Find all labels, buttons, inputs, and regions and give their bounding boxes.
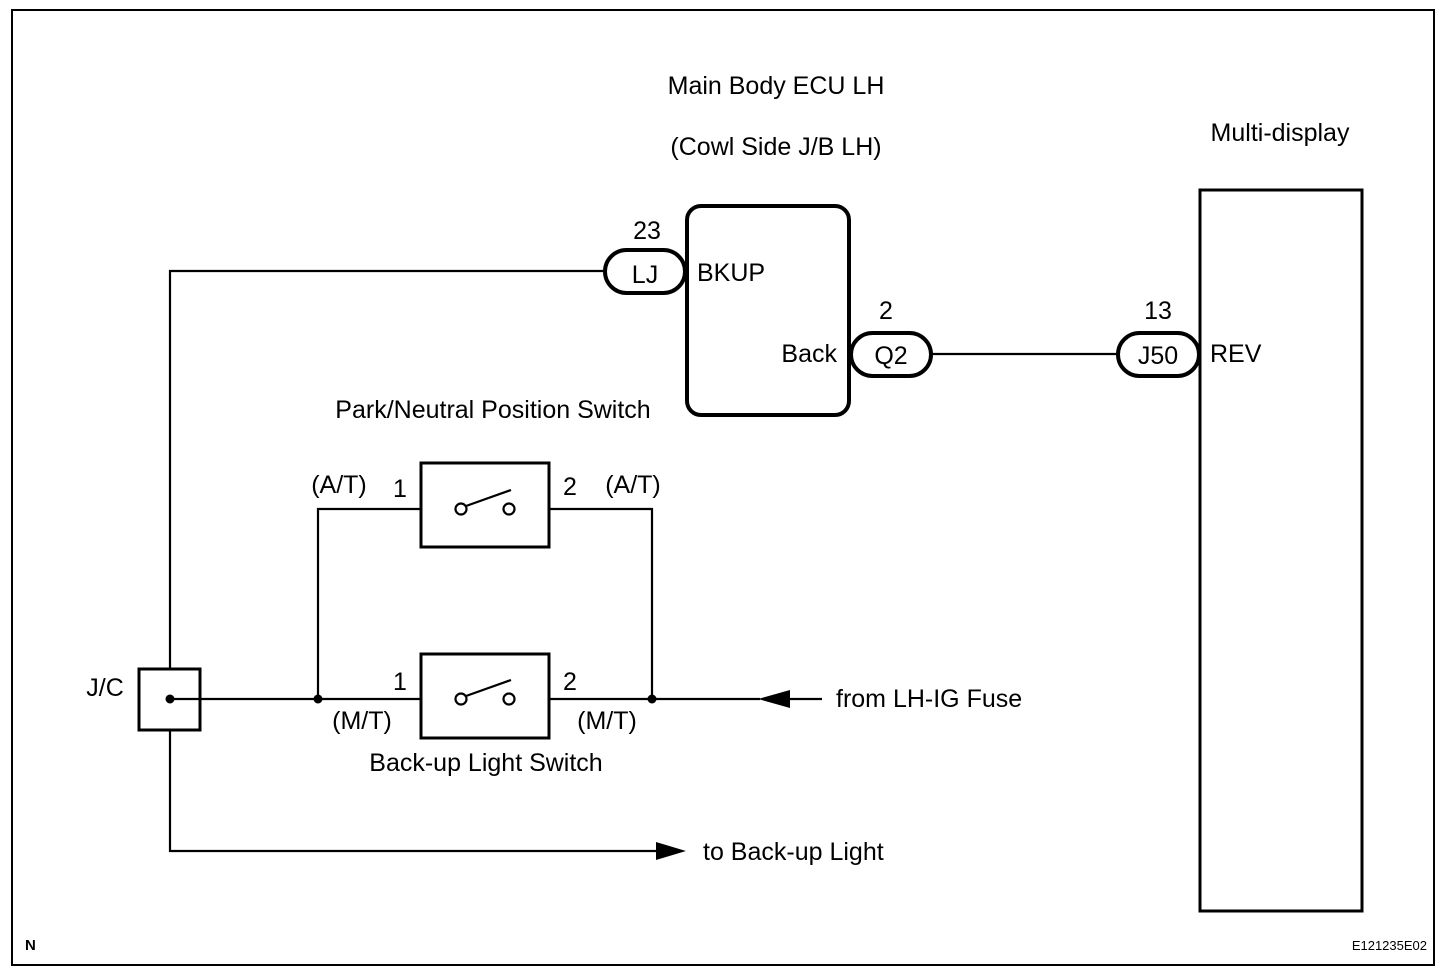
ecu-pin-bkup: BKUP: [697, 259, 765, 287]
q2-pin-number: 2: [879, 297, 893, 325]
j50-connector-label: J50: [1138, 342, 1178, 370]
ecu-box: [685, 204, 851, 417]
backup-pin1-tag: (M/T): [332, 707, 392, 735]
park-neutral-contact-right: [502, 502, 516, 516]
lj-connector-label: LJ: [632, 261, 658, 289]
to-backup-light-label: to Back-up Light: [703, 838, 884, 866]
wire-at-left: [316, 507, 421, 699]
backup-pin2: 2: [563, 668, 577, 696]
park-neutral-switch-blade: [465, 488, 512, 508]
backup-light-switch-box: [419, 652, 551, 740]
ecu-subtitle: (Cowl Side J/B LH): [670, 133, 881, 161]
multi-display-title: Multi-display: [1211, 119, 1350, 147]
backup-light-switch-title: Back-up Light Switch: [369, 749, 602, 777]
backup-contact-right: [502, 692, 516, 706]
park-neutral-pin1-tag: (A/T): [311, 471, 367, 499]
multi-display-box: [1198, 188, 1364, 913]
arrow-to-backup-light: [656, 842, 686, 860]
j50-pin-number: 13: [1144, 297, 1172, 325]
wire-lj-jc: [168, 269, 605, 668]
park-neutral-contact-left: [454, 502, 468, 516]
corner-label-left: N: [25, 937, 36, 954]
park-neutral-pin2-tag: (A/T): [605, 471, 661, 499]
backup-pin1: 1: [393, 668, 407, 696]
q2-connector-label: Q2: [874, 342, 907, 370]
lj-pin-number: 23: [633, 217, 661, 245]
junction-label: J/C: [86, 674, 124, 702]
arrow-from-fuse: [758, 690, 790, 708]
corner-label-right: E121235E02: [1352, 938, 1427, 953]
backup-switch-blade: [465, 678, 512, 698]
ecu-title: Main Body ECU LH: [668, 72, 885, 100]
multi-display-pin-rev: REV: [1210, 340, 1262, 368]
wire-jc-to-backup-light: [168, 731, 664, 853]
ecu-pin-back: Back: [781, 340, 837, 368]
diagram-frame: [11, 9, 1435, 966]
backup-contact-left: [454, 692, 468, 706]
wire-at-right: [549, 507, 654, 699]
from-fuse-label: from LH-IG Fuse: [836, 685, 1022, 713]
park-neutral-switch-title: Park/Neutral Position Switch: [335, 396, 650, 424]
park-neutral-pin1: 1: [393, 475, 407, 503]
backup-pin2-tag: (M/T): [577, 707, 637, 735]
park-neutral-switch-box: [419, 461, 551, 549]
park-neutral-pin2: 2: [563, 473, 577, 501]
